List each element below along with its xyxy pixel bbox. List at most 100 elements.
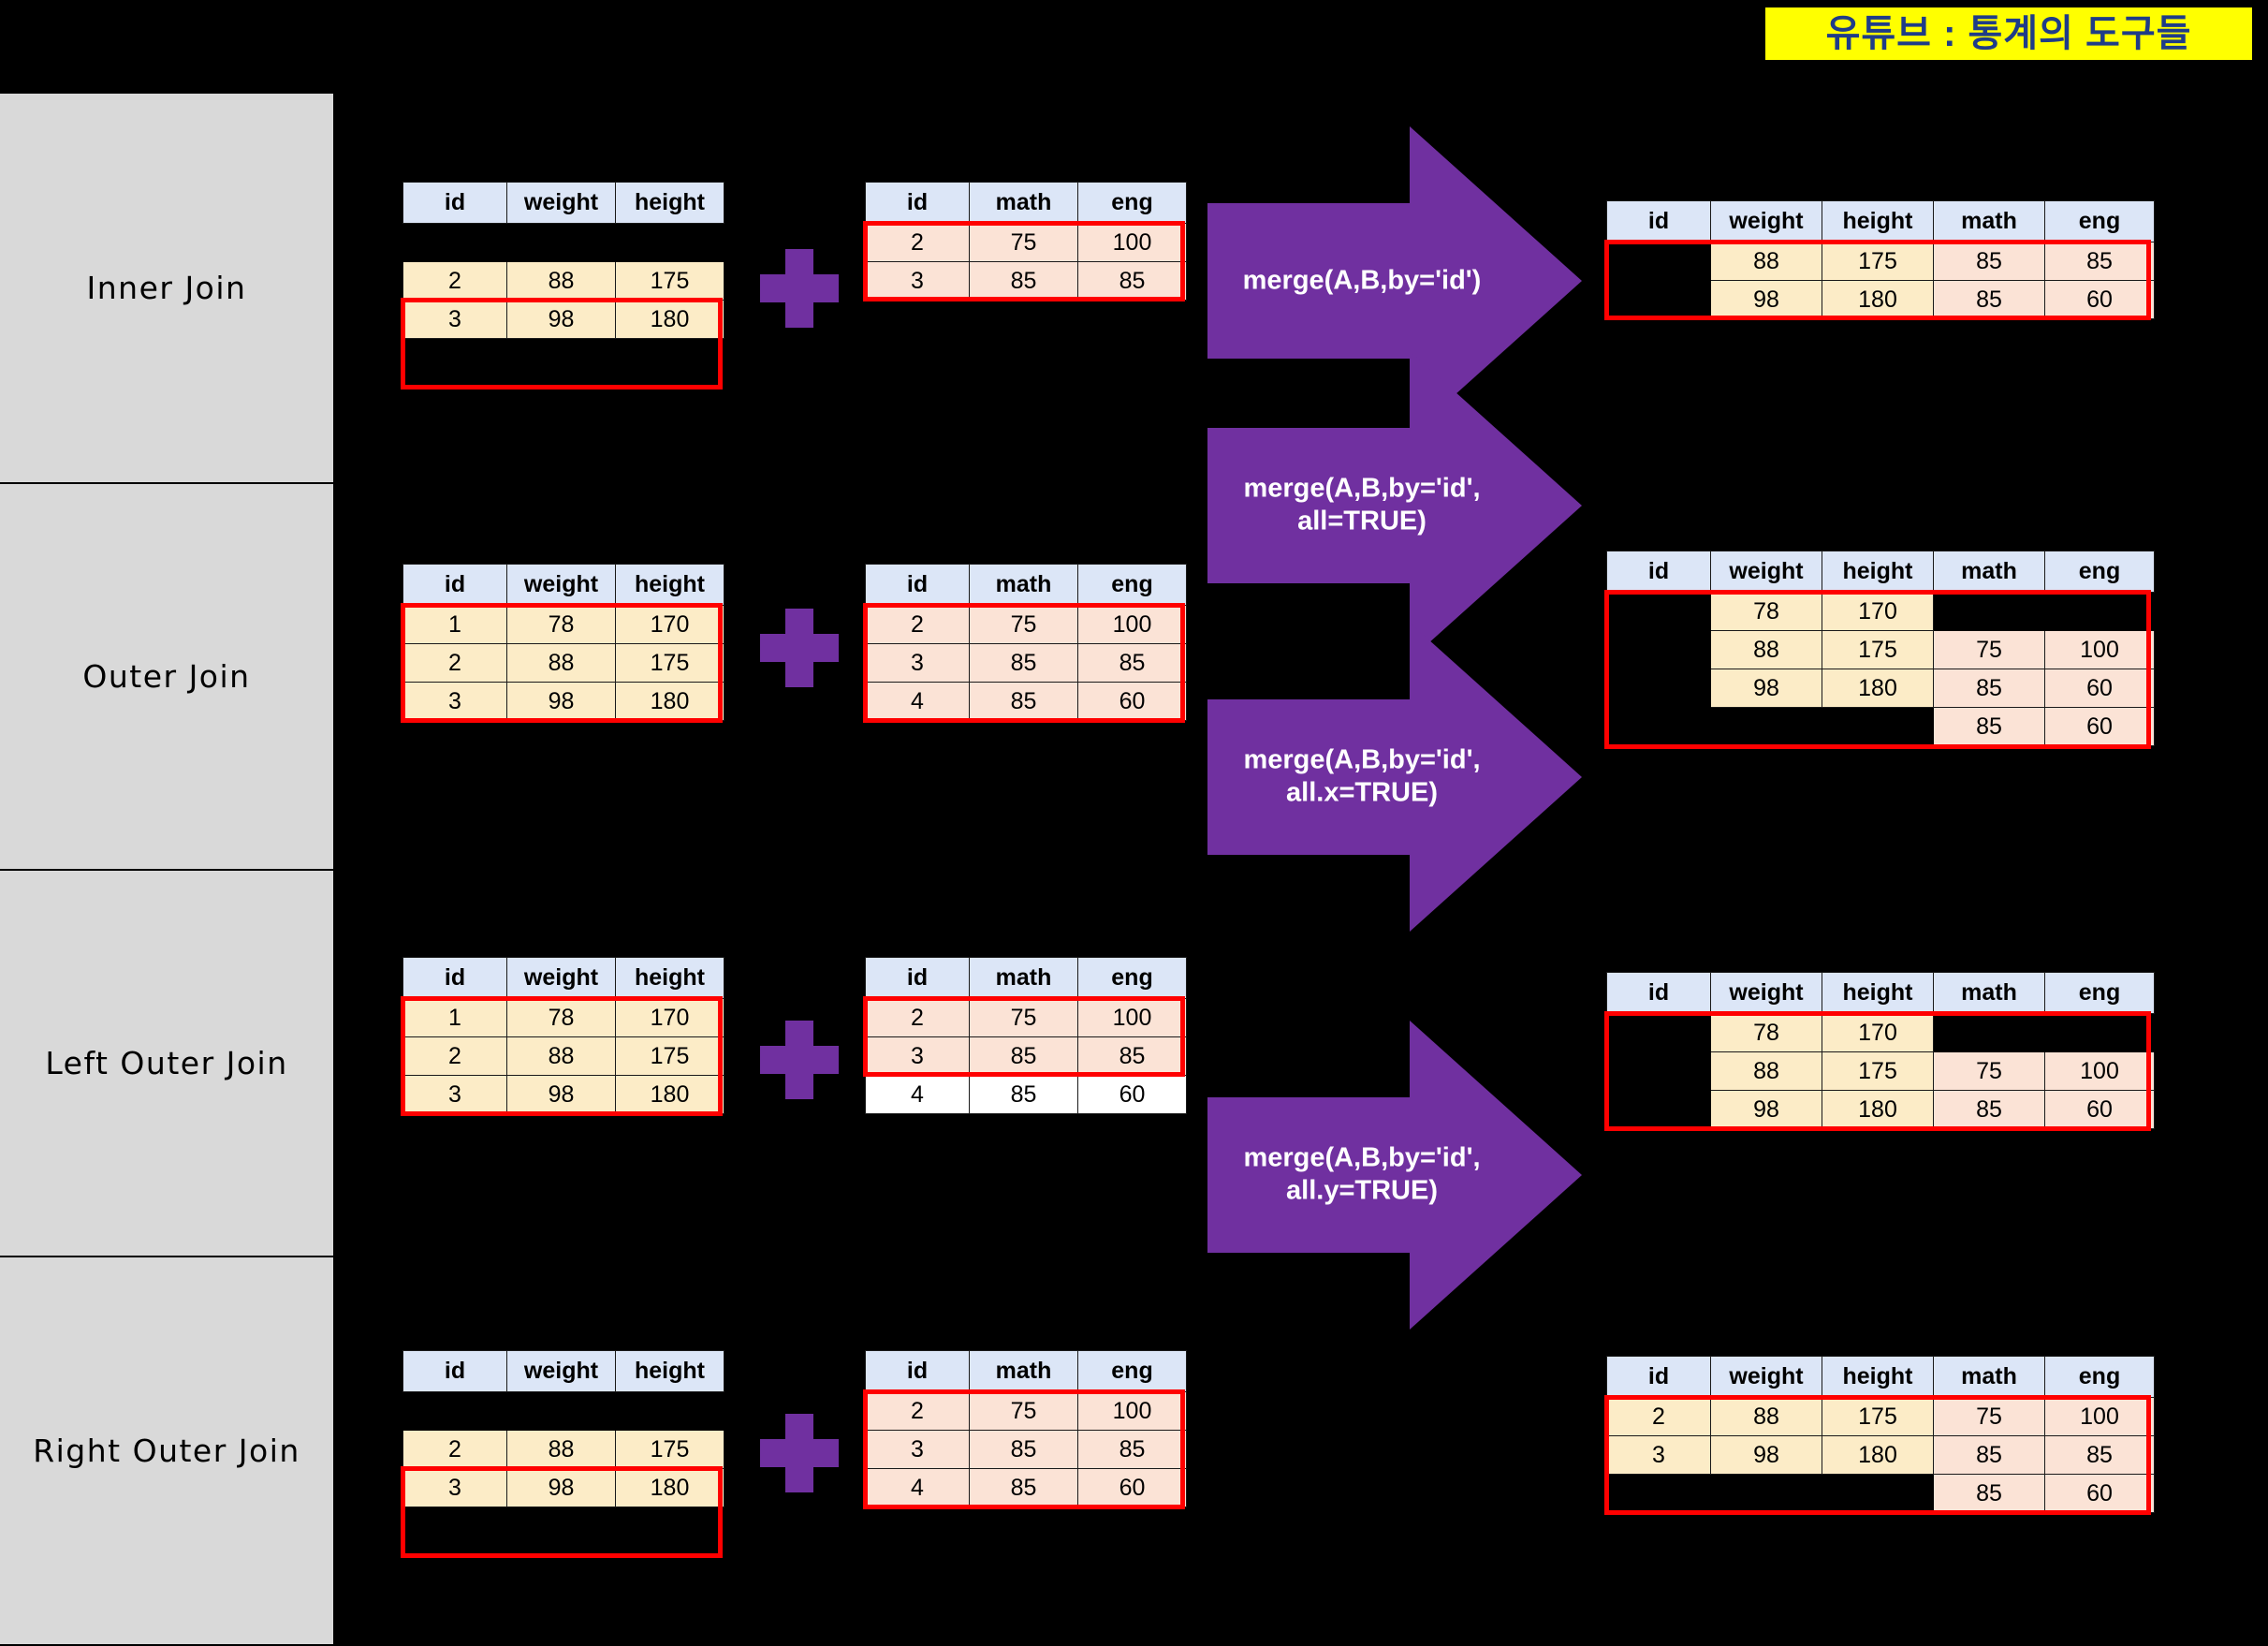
table-row: 1 78 170 xyxy=(402,605,724,644)
right-outer-join-table-a: id weight height 2 88 175 3 98 180 xyxy=(402,1350,724,1507)
outer-join-result-table: id weight height math eng 78 170 88 175 … xyxy=(1606,551,2155,746)
right-outer-join-table-b: id math eng 2 75 100 3 85 85 4 85 60 xyxy=(865,1350,1187,1507)
table-row: 2 75 100 xyxy=(865,1391,1187,1431)
table-cell: 85 xyxy=(1933,1435,2045,1475)
table-cell: 3 xyxy=(865,643,970,683)
table-cell: 88 xyxy=(1710,1051,1822,1091)
column-header: eng xyxy=(1077,957,1187,999)
table-cell: 175 xyxy=(615,261,724,301)
column-header: id xyxy=(402,957,507,999)
table-cell xyxy=(402,1391,507,1431)
table-cell: 85 xyxy=(1077,1036,1187,1076)
table-cell: 78 xyxy=(506,998,616,1037)
column-header: weight xyxy=(1710,200,1822,242)
table-cell xyxy=(1822,1474,1934,1513)
table-row: 2 88 175 xyxy=(402,643,724,683)
table-cell: 78 xyxy=(1710,1013,1822,1052)
table-cell xyxy=(1933,1013,2045,1052)
column-header: eng xyxy=(1077,182,1187,224)
table-cell: 175 xyxy=(1822,1397,1934,1436)
sidebar-item-right-outer-join[interactable]: Right Outer Join xyxy=(0,1257,333,1644)
table-header-row: id weight height xyxy=(402,1350,724,1392)
table-cell: 175 xyxy=(615,1036,724,1076)
merge-function-label: merge(A,B,by='id', all.x=TRUE) xyxy=(1243,744,1481,808)
table-row: 2 88 175 xyxy=(402,1036,724,1076)
table-cell: 170 xyxy=(615,998,724,1037)
table-row: 98 180 85 60 xyxy=(1606,1090,2155,1129)
table-cell: 78 xyxy=(1710,592,1822,631)
column-header: math xyxy=(969,182,1078,224)
plus-icon xyxy=(760,1021,839,1099)
table-row: 2 88 175 xyxy=(402,1430,724,1469)
column-header: id xyxy=(402,1350,507,1392)
table-cell xyxy=(1606,630,1711,669)
table-cell: 75 xyxy=(1933,1051,2045,1091)
table-cell xyxy=(1606,280,1711,319)
table-cell: 88 xyxy=(1710,630,1822,669)
table-cell: 175 xyxy=(615,643,724,683)
table-row: 88 175 75 100 xyxy=(1606,630,2155,669)
column-header: height xyxy=(1822,551,1934,593)
table-row: 2 88 175 75 100 xyxy=(1606,1397,2155,1436)
table-cell xyxy=(506,223,616,262)
table-cell: 100 xyxy=(2044,1051,2155,1091)
table-cell xyxy=(2044,1013,2155,1052)
table-cell: 60 xyxy=(2044,1474,2155,1513)
table-cell: 3 xyxy=(1606,1435,1711,1475)
table-cell xyxy=(1606,707,1711,746)
table-row xyxy=(402,1391,724,1431)
table-cell: 75 xyxy=(969,605,1078,644)
column-header: math xyxy=(969,1350,1078,1392)
table-cell: 180 xyxy=(615,682,724,721)
merge-function-label: merge(A,B,by='id') xyxy=(1242,265,1482,296)
table-cell: 85 xyxy=(969,1430,1078,1469)
table-cell: 98 xyxy=(506,300,616,339)
table-cell: 100 xyxy=(1077,1391,1187,1431)
sidebar-item-inner-join[interactable]: Inner Join xyxy=(0,94,333,484)
table-cell: 175 xyxy=(615,1430,724,1469)
table-cell: 98 xyxy=(1710,669,1822,708)
table-cell: 60 xyxy=(1077,1075,1187,1114)
table-cell: 3 xyxy=(402,300,507,339)
table-header-row: id weight height math eng xyxy=(1606,1356,2155,1398)
table-cell: 2 xyxy=(865,223,970,262)
table-cell: 60 xyxy=(2044,280,2155,319)
table-cell: 88 xyxy=(506,1430,616,1469)
plus-icon xyxy=(760,249,839,328)
merge-arrow-inner-join: merge(A,B,by='id') xyxy=(1207,126,1582,435)
table-cell: 78 xyxy=(506,605,616,644)
table-cell: 2 xyxy=(402,1036,507,1076)
table-cell: 98 xyxy=(506,682,616,721)
table-cell: 75 xyxy=(1933,630,2045,669)
plus-icon xyxy=(760,1414,839,1492)
table-cell: 175 xyxy=(1822,1051,1934,1091)
table-cell: 175 xyxy=(1822,242,1934,281)
table-cell: 3 xyxy=(865,261,970,301)
sidebar-item-left-outer-join[interactable]: Left Outer Join xyxy=(0,871,333,1257)
table-cell: 75 xyxy=(969,223,1078,262)
table-cell: 85 xyxy=(1933,242,2045,281)
table-row: 3 85 85 xyxy=(865,1430,1187,1469)
table-cell: 1 xyxy=(402,605,507,644)
column-header: height xyxy=(615,957,724,999)
table-cell: 88 xyxy=(506,643,616,683)
table-row: 2 75 100 xyxy=(865,998,1187,1037)
left-outer-join-result-table: id weight height math eng 78 170 88 175 … xyxy=(1606,972,2155,1129)
table-header-row: id weight height math eng xyxy=(1606,200,2155,242)
merge-arrow-left-outer-join: merge(A,B,by='id', all.x=TRUE) xyxy=(1207,623,1582,932)
table-cell: 3 xyxy=(865,1036,970,1076)
table-cell: 175 xyxy=(1822,630,1934,669)
sidebar-item-outer-join[interactable]: Outer Join xyxy=(0,484,333,871)
table-cell: 170 xyxy=(615,605,724,644)
table-row: 85 60 xyxy=(1606,1474,2155,1513)
arrow-shape-icon xyxy=(1207,351,1582,660)
table-row: 2 75 100 xyxy=(865,605,1187,644)
table-cell: 88 xyxy=(1710,242,1822,281)
column-header: id xyxy=(865,182,970,224)
table-cell: 3 xyxy=(402,1075,507,1114)
table-cell: 4 xyxy=(865,682,970,721)
column-header: weight xyxy=(506,182,616,224)
column-header: id xyxy=(865,1350,970,1392)
table-row: 3 85 85 xyxy=(865,643,1187,683)
inner-join-table-b: id math eng 2 75 100 3 85 85 xyxy=(865,182,1187,301)
